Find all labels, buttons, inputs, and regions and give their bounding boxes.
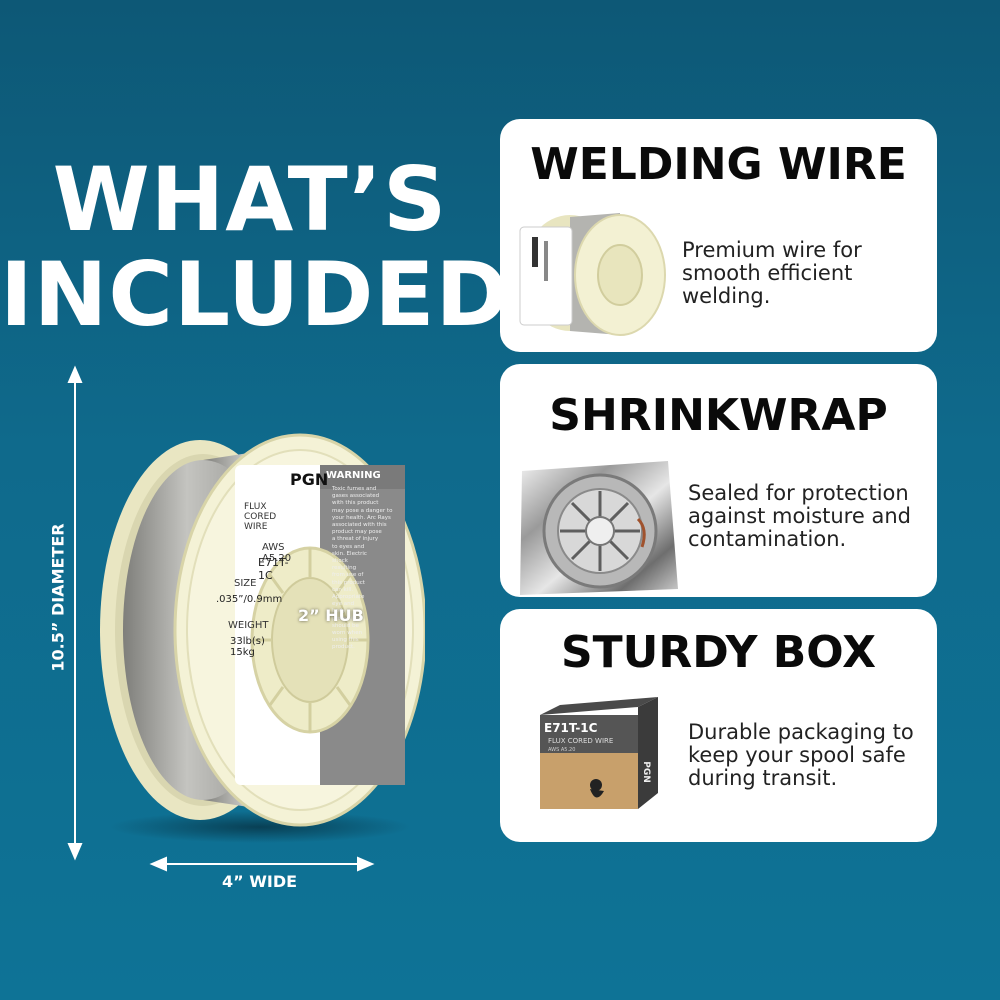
spool-weight-value: 33lb(s) 15kg [230,636,265,658]
box-class: E71T-1C [544,721,598,735]
width-arrow-left-head [149,856,167,872]
spool-class: E71T-1C [258,556,289,582]
width-arrow-right-head [357,856,375,872]
warning-line: with this product [332,500,379,507]
headline-line-1: WHAT’S [52,148,448,251]
warning-line: eye and [332,601,355,608]
diameter-label: 10.5” DIAMETER [48,523,68,672]
card-desc-line: Sealed for protection [688,481,909,505]
spool-brand: PGN [290,470,329,489]
box-product: FLUX CORED WIRE [548,737,614,745]
diameter-arrow-bottom-head [67,843,83,861]
sturdy-box-image [540,697,658,809]
diameter-arrow-top-head [67,365,83,383]
card-shrinkwrap: SHRINKWRAP Sealed for protection against… [500,364,937,597]
width-label: 4” WIDE [222,872,298,891]
card-desc-welding-wire: Premium wire for smooth efficient weldin… [682,239,862,308]
warning-line: product. [332,644,355,651]
card-desc-line: during transit. [688,766,838,790]
warning-line: shock [332,558,348,565]
warning-line: skin. Electric [332,550,367,557]
box-aws: AWS A5.20 [548,747,576,753]
warning-line: should be [332,622,359,629]
card-desc-line: contamination. [688,527,847,551]
spool-size-label: SIZE [234,578,257,589]
warning-line: resulting [332,565,357,572]
card-desc-line: smooth efficient [682,261,853,285]
spool-product: FLUX CORED WIRE [244,502,277,532]
warning-line: product may pose [332,529,382,536]
warning-line: from use of [332,572,364,579]
warning-line: body [332,608,346,615]
warning-line: Toxic fumes and [332,486,377,492]
warning-line: Appropriate [332,594,365,601]
spool-image [100,433,425,843]
warning-line: a threat of injury [332,536,379,543]
card-title-welding-wire: WELDING WIRE [530,139,907,190]
warning-line: may pose a danger to [332,507,393,514]
box-brand: PGN [640,761,651,783]
card-desc-shrinkwrap: Sealed for protection against moisture a… [688,482,911,551]
spool-size-value: .035”/0.9mm [216,594,283,605]
card-sturdy-box: STURDY BOX E71T-1C FLUX CORED WIRE AWS A… [500,609,937,842]
warning-line: this product [332,579,365,586]
spool-weight-label: WEIGHT [228,620,269,631]
warning-line: can kill. [332,586,354,593]
hub-label: 2” HUB [298,606,364,625]
warning-line: worn when [332,630,363,637]
card-desc-line: keep your spool safe [688,743,906,767]
warning-line: your health. Arc Rays [332,514,391,521]
card-title-shrinkwrap: SHRINKWRAP [549,390,888,441]
headline-line-2: INCLUDED [0,243,510,346]
welding-wire-spool-image [519,213,666,336]
spool-warning-title: WARNING [326,470,381,481]
card-title-sturdy-box: STURDY BOX [560,627,877,678]
shrinkwrap-spool-image [520,461,678,595]
card-desc-sturdy-box: Durable packaging to keep your spool saf… [688,721,914,790]
spool-aws: AWS A5.20 [262,542,292,564]
warning-line: to eyes and [332,543,365,550]
warning-line: associated with this [332,522,387,529]
warning-line: using this [332,637,359,644]
warning-line: protection [332,615,361,622]
card-welding-wire: WELDING WIRE Premium wire for smooth eff… [500,119,937,352]
card-desc-line: Premium wire for [682,238,862,262]
card-desc-line: welding. [682,284,771,308]
card-desc-line: Durable packaging to [688,720,914,744]
warning-line: gases associated [332,493,380,500]
card-desc-line: against moisture and [688,504,911,528]
